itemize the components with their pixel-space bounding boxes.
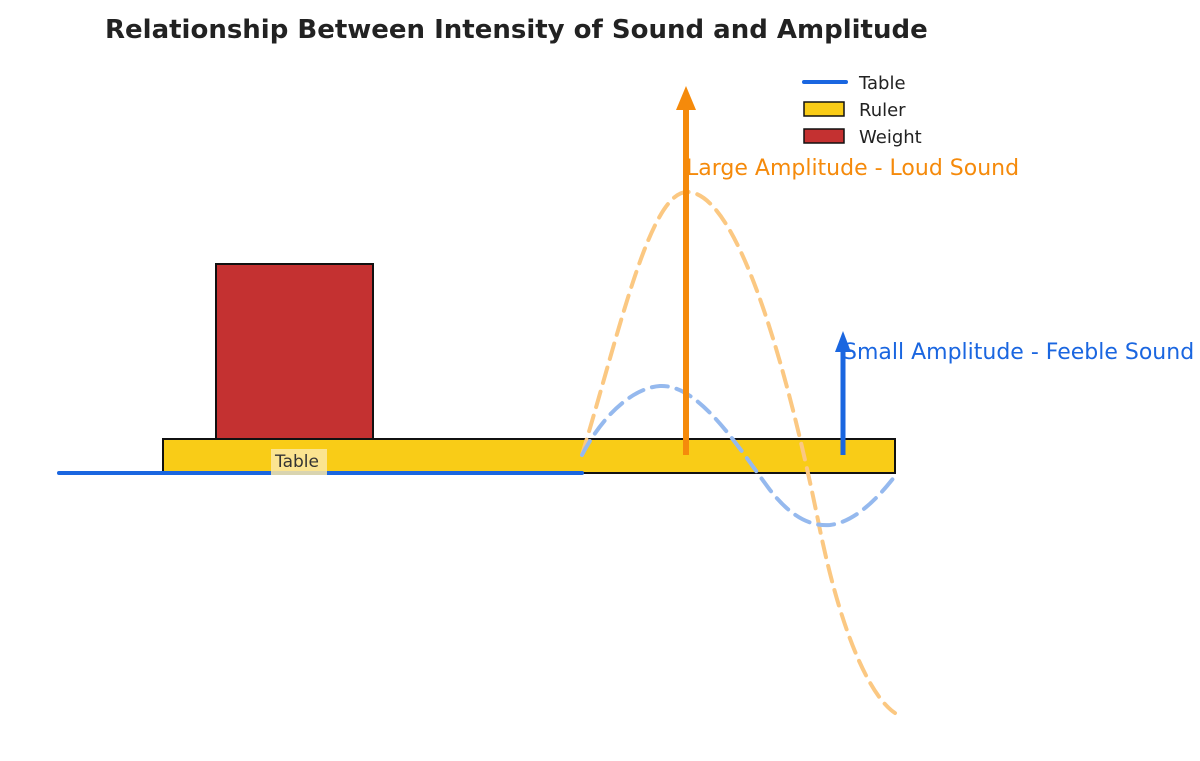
diagram-title: Relationship Between Intensity of Sound … [105, 15, 928, 45]
weight-block [215, 263, 374, 440]
legend-ruler-swatch [803, 101, 845, 117]
large-amplitude-wave [580, 189, 897, 715]
legend-table-label: Table [858, 73, 906, 94]
small-arrow-head [835, 331, 851, 352]
legend: Table Ruler Weight [802, 73, 922, 148]
legend-ruler-label: Ruler [859, 100, 906, 121]
small-amplitude-wave [580, 383, 897, 528]
small-amplitude-arrow [835, 331, 851, 455]
large-amplitude-label: Large Amplitude - Loud Sound [686, 156, 1019, 181]
large-amplitude-arrow [676, 86, 696, 455]
large-arrow-head [676, 86, 696, 110]
small-amplitude-label: Small Amplitude - Feeble Sound [843, 340, 1194, 365]
table-label: Table [274, 452, 319, 472]
legend-weight-swatch [803, 128, 845, 144]
table-label-box [271, 449, 327, 475]
legend-weight-label: Weight [859, 127, 922, 148]
